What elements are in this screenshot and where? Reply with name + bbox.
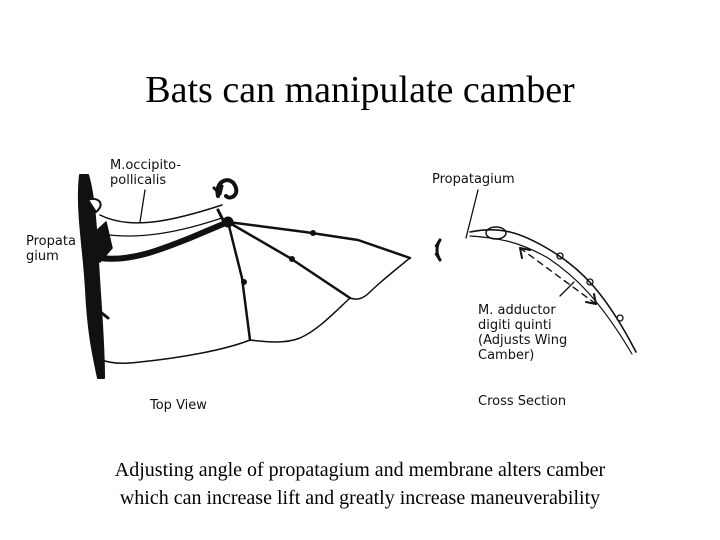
slide-caption: Adjusting angle of propatagium and membr…: [0, 456, 720, 512]
wing-profile-upper: [469, 229, 637, 353]
label-muscle: M.occipito- pollicalis: [110, 158, 182, 188]
label-cross-section: Cross Section: [478, 394, 567, 409]
bat-head: [87, 198, 102, 213]
propatagium-edge: [99, 204, 223, 224]
rotation-arrow-top: [215, 178, 239, 200]
label-propatagium-cross: Propatagium: [432, 172, 515, 187]
muscle-force-arrow: [519, 247, 597, 305]
membrane-trailing-edge: [101, 257, 411, 365]
top-view-drawing: [77, 174, 412, 379]
label-adductor: M. adductor digiti quinti (Adjusts Wing …: [478, 303, 568, 363]
hind-leg: [96, 308, 110, 320]
arm-bone: [97, 219, 231, 262]
finger-3: [226, 220, 352, 300]
bat-body: [77, 174, 105, 379]
finger-4: [226, 220, 252, 342]
finger-leading: [226, 220, 412, 260]
caption-line-1: Adjusting angle of propatagium and membr…: [114, 459, 606, 481]
propatagium-patch: [91, 221, 113, 263]
caption-line-2: which can increase lift and greatly incr…: [119, 487, 601, 509]
propatagium-bone-section: [485, 226, 507, 240]
slide-title: Bats can manipulate camber: [145, 69, 575, 111]
label-top-view: Top View: [150, 398, 207, 413]
label-propatagium-top: Propata gium: [26, 234, 76, 264]
cross-section-drawing: [434, 189, 637, 355]
